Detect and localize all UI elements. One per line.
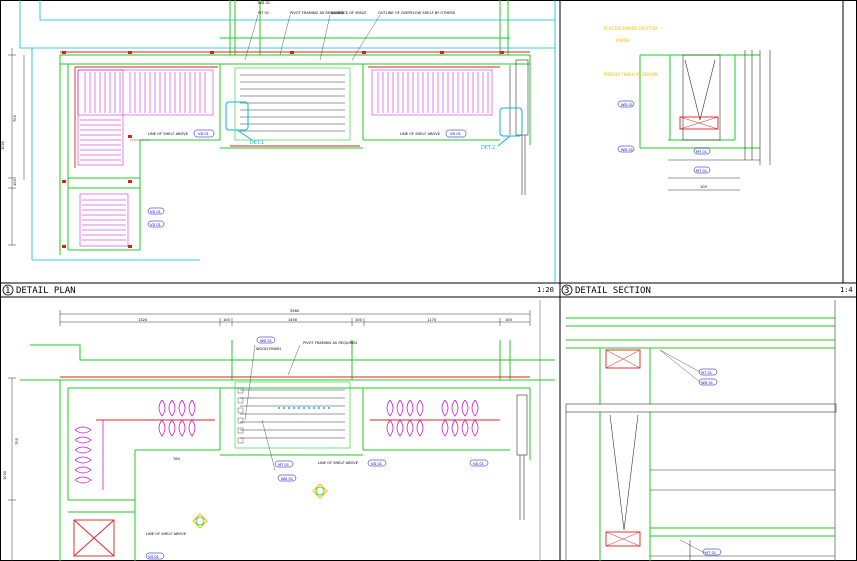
shelf-hatch-a bbox=[80, 72, 206, 161]
note-left-shelf-bottom: LINE OF SHELF ABOVE bbox=[146, 532, 187, 536]
tag-mt-bottom: MT 01 bbox=[278, 463, 289, 467]
dim-bottom-low: 700 bbox=[15, 437, 19, 445]
tag-vd-bottom-a: VD 01 bbox=[371, 462, 382, 466]
note-top-d: BALANCE OF SPACE bbox=[331, 11, 367, 15]
tag-vd-01-d: VD 01 bbox=[150, 223, 161, 227]
section-tag-mt-b: MT 01 bbox=[696, 169, 707, 173]
section-tag-wd-a: WD 01 bbox=[621, 103, 633, 107]
section-note-yellow-b: FINISH bbox=[616, 38, 629, 43]
shelf-hatch-c bbox=[82, 199, 126, 241]
note-wood-finish: WOOD FINISH bbox=[256, 347, 281, 351]
dim-left-low: 700 bbox=[13, 114, 17, 122]
section-bottom-tag-mt: MT 01 bbox=[701, 371, 712, 375]
note-top-c: PIVOT FRAMING AS REQUIRED bbox=[290, 11, 344, 15]
detail-plan-scale: 1:20 bbox=[537, 286, 554, 294]
section-tag-wd-b: WD 01 bbox=[621, 148, 633, 152]
tag-vd-bottom-c: VD 01 bbox=[148, 555, 159, 559]
tag-vd-01-a: VD 01 bbox=[198, 132, 209, 136]
dim-left-height: 1000 bbox=[1, 140, 5, 150]
tag-wd-bottom-b: WD 01 bbox=[281, 477, 293, 481]
section-dim-width: 100 bbox=[700, 185, 708, 189]
detail-section-scale: 1:4 bbox=[840, 286, 853, 294]
tag-vd-01-c: VD 01 bbox=[150, 210, 161, 214]
elevation-marker-b bbox=[192, 513, 208, 529]
dim-seg-1: 1320 bbox=[138, 318, 148, 322]
detail-section-number: 3 bbox=[564, 286, 569, 296]
dim-seg-5: 1170 bbox=[427, 318, 437, 322]
note-top-b: MT 01 bbox=[258, 11, 269, 15]
detail-section-label: DETAIL SECTION bbox=[575, 286, 651, 296]
dim-seg-3: 1400 bbox=[288, 318, 298, 322]
note-shelf-bottom: LINE OF SHELF ABOVE bbox=[318, 461, 359, 465]
section-top: PLASTER BOARD ON STUD FINISH MIRROR FINI… bbox=[604, 26, 771, 191]
dim-top-overall: 3980 bbox=[290, 309, 300, 313]
hanger-row-c bbox=[74, 420, 104, 490]
detail-plan-label: DETAIL PLAN bbox=[16, 286, 76, 296]
tag-wd-bottom-a: WD 01 bbox=[260, 339, 272, 343]
note-pivot-frame-bottom: PIVOT FRAMING AS REQUIRED bbox=[303, 341, 357, 345]
dim-seg-6: 100 bbox=[505, 318, 513, 322]
det-1-label: DET.1 bbox=[250, 140, 264, 146]
title-detail-plan: 1 DETAIL PLAN 1:20 bbox=[2, 284, 554, 296]
center-drawer bbox=[234, 67, 351, 141]
dim-small-b: 100 bbox=[13, 178, 17, 186]
elevation-marker-a bbox=[312, 483, 328, 499]
note-shelf-above: LINE OF SHELF ABOVE bbox=[400, 132, 441, 136]
plan-top: DET.1 DET.2 1000 700 100 WD 01 MT 01 PIV… bbox=[1, 0, 556, 282]
tag-vd-01-b: VD 01 bbox=[450, 132, 461, 136]
note-top-a: WD 01 bbox=[258, 1, 270, 5]
dim-seg-2: 100 bbox=[223, 318, 231, 322]
section-note-yellow-a: PLASTER BOARD ON STUD bbox=[604, 26, 657, 31]
section-note-yellow-c: MIRROR FINISH AS SHOWN bbox=[604, 72, 658, 77]
hanger-row-b bbox=[386, 399, 479, 437]
section-bottom-tag-mt-b: MT 01 bbox=[705, 551, 716, 555]
hanger-row-a bbox=[158, 399, 196, 437]
detail-plan-number: 1 bbox=[5, 286, 10, 296]
title-detail-section: 3 DETAIL SECTION 1:4 bbox=[561, 284, 853, 296]
section-bottom-tag-wd: WD 01 bbox=[701, 381, 713, 385]
note-top-e: OUTLINE OF OVERFLOW SHELF BY OTHERS bbox=[378, 11, 456, 15]
dim-bottom-height: 1000 bbox=[3, 470, 7, 480]
tag-vd-bottom-b: VD 01 bbox=[473, 462, 484, 466]
section-tag-mt-a: MT 01 bbox=[696, 150, 707, 154]
det-2-label: DET.2 bbox=[481, 145, 495, 151]
dim-seg-4: 100 bbox=[355, 318, 363, 322]
note-left-shelf: LINE OF SHELF ABOVE bbox=[148, 132, 189, 136]
shelf-hatch-b bbox=[377, 72, 489, 113]
plan-bottom: 3980 1320 100 1400 100 1170 100 bbox=[3, 300, 555, 561]
dim-small-a: 760 bbox=[173, 457, 181, 461]
section-bottom: MT 01 WD 01 MT 01 bbox=[565, 300, 837, 561]
